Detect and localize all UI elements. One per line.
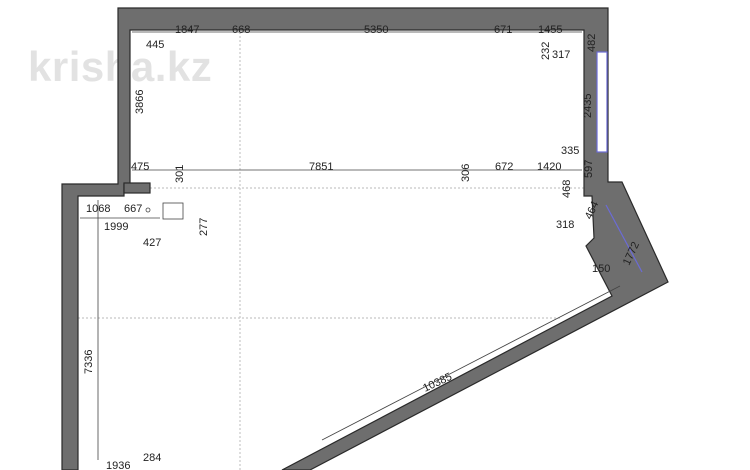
dim-label: 667 [124, 203, 142, 215]
dim-label: 277 [198, 218, 210, 236]
dim-label: 2435 [582, 94, 594, 118]
dim-label: 301 [174, 165, 186, 183]
dim-label: 482 [586, 34, 598, 52]
dim-label: 232 [540, 42, 552, 60]
symbol-box [162, 202, 184, 220]
dim-label: 318 [556, 219, 574, 231]
dim-label: 1455 [538, 24, 562, 36]
dim-label: 1847 [175, 24, 199, 36]
dim-label: 7336 [83, 350, 95, 374]
dim-label: 284 [143, 452, 161, 464]
dim-label: 1420 [537, 161, 561, 173]
dim-label: 427 [143, 237, 161, 249]
dim-label: 306 [460, 164, 472, 182]
window-right [596, 51, 608, 153]
wall-outline [61, 7, 669, 470]
dim-label: 7851 [309, 161, 333, 173]
dim-label: 671 [494, 24, 512, 36]
dim-label: 1999 [104, 221, 128, 233]
dim-label: 317 [552, 49, 570, 61]
window-diagonal [605, 204, 643, 273]
dim-label: 5350 [364, 24, 388, 36]
dim-line-diagonal [321, 285, 621, 441]
dim-label: 150 [592, 263, 610, 275]
dim-label: 672 [495, 161, 513, 173]
wall-segment [123, 182, 151, 194]
dim-label: 1936 [106, 460, 130, 470]
dim-label: 335 [561, 145, 579, 157]
dim-label: 3866 [134, 90, 146, 114]
dim-label: 597 [583, 160, 595, 178]
dim-label: 475 [131, 161, 149, 173]
dim-label: 468 [561, 180, 573, 198]
dim-label: 1068 [86, 203, 110, 215]
symbol-point [145, 207, 151, 213]
dim-label: 445 [146, 39, 164, 51]
dim-label: 668 [232, 24, 250, 36]
